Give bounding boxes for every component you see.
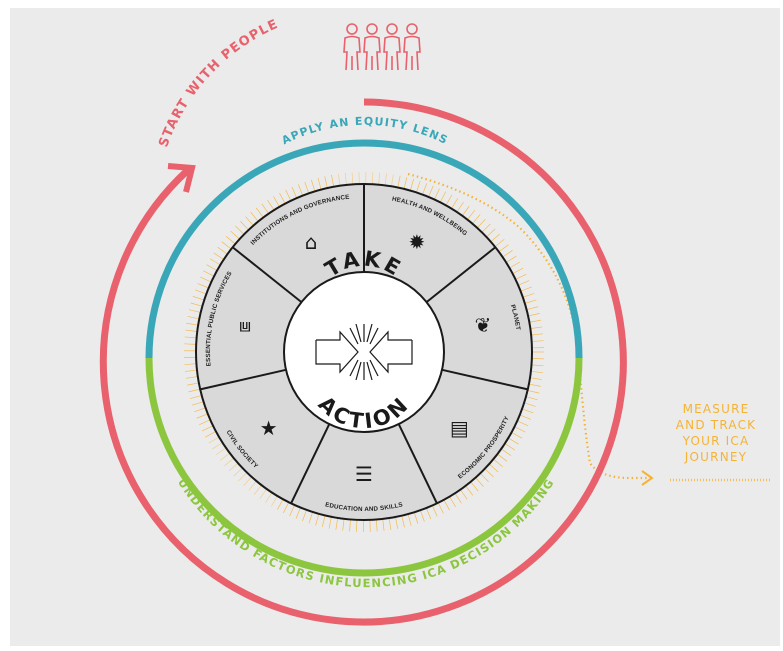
segment-divider	[441, 368, 529, 391]
segment-divider	[397, 423, 438, 504]
faucet-icon: ⩏	[239, 313, 250, 337]
measure-line-2: AND TRACK	[676, 418, 756, 432]
people-ring-arrowhead	[167, 163, 196, 193]
leaf-icon: ❦	[475, 313, 492, 337]
segment-divider	[425, 246, 496, 303]
segment-divider	[232, 246, 303, 303]
center-circle	[283, 271, 445, 433]
people-icon	[343, 23, 421, 71]
factors-ring	[145, 357, 583, 577]
money-icon: ▤	[450, 416, 469, 440]
sun-icon: ✹	[409, 230, 426, 254]
equity-ring	[145, 139, 583, 359]
measure-line-4: JOURNEY	[684, 450, 747, 464]
star-people-icon: ★	[260, 416, 278, 440]
government-building-icon: ⌂	[305, 230, 318, 254]
people-ring	[99, 98, 627, 626]
people-ring-label: START WITH PEOPLE	[156, 17, 281, 150]
segment-label: EDUCATION AND SKILLS	[324, 501, 403, 513]
measure-dotted-path	[407, 172, 770, 486]
measure-label: MEASURE AND TRACK YOUR ICA JOURNEY	[676, 402, 756, 464]
books-icon: ☰	[355, 462, 373, 486]
converging-arrows-icon	[315, 323, 413, 381]
diagram-panel: HEALTH AND WELLBEING✹PLANET❦ECONOMIC PRO…	[10, 8, 780, 646]
measure-line-1: MEASURE	[683, 402, 750, 416]
measure-line-3: YOUR ICA	[682, 434, 750, 448]
ica-cycle-diagram: HEALTH AND WELLBEING✹PLANET❦ECONOMIC PRO…	[99, 17, 770, 626]
segment-divider	[199, 368, 287, 391]
segment-divider	[290, 423, 331, 504]
